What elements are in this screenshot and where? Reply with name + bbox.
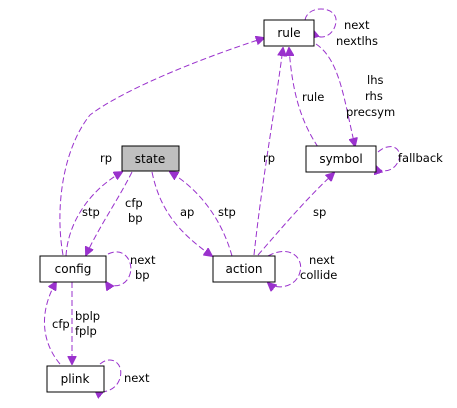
edge-symbol-self [376, 146, 400, 171]
node-rule-label: rule [277, 26, 300, 40]
label-state-rp: rp [100, 151, 112, 165]
node-state[interactable]: state [121, 145, 180, 172]
node-config[interactable]: config [39, 255, 107, 283]
label-config-bp: bp [135, 268, 150, 282]
label-symbol-precsym: precsym [346, 105, 395, 119]
label-symbol-lhs: lhs [367, 73, 383, 87]
edge-state-to-config [86, 171, 133, 255]
edge-rule-to-symbol [315, 43, 355, 146]
node-action[interactable]: action [212, 255, 276, 283]
label-config-stp: stp [82, 205, 100, 219]
edge-state-to-action [151, 171, 212, 256]
label-symbol-rule: rule [302, 90, 324, 104]
label-action-sp: sp [313, 205, 326, 219]
label-config-bplp: bplp [75, 309, 100, 323]
edge-symbol-to-rule [289, 48, 319, 148]
node-plink[interactable]: plink [46, 365, 105, 393]
edge-action-to-state [170, 172, 233, 257]
label-state-cfp: cfp [125, 196, 143, 210]
node-state-label: state [135, 152, 165, 166]
label-rule-nextlhs: nextlhs [336, 34, 378, 48]
node-symbol-label: symbol [319, 152, 362, 166]
edge-state-to-rule [59, 38, 264, 256]
label-plink-next: next [124, 371, 150, 385]
edge-rule-self [304, 8, 337, 37]
label-action-next: next [309, 253, 335, 267]
node-action-label: action [226, 262, 263, 276]
label-config-fplp: fplp [75, 324, 97, 338]
edge-action-to-symbol [257, 173, 334, 256]
node-config-label: config [55, 262, 92, 276]
edge-plink-to-config [44, 282, 61, 365]
edge-action-self [268, 250, 302, 286]
label-action-stp: stp [218, 205, 236, 219]
node-plink-label: plink [61, 372, 90, 386]
node-rule[interactable]: rule [263, 19, 315, 47]
label-symbol-fallback: fallback [398, 151, 443, 165]
label-plink-cfp: cfp [52, 317, 70, 331]
label-state-ap: ap [180, 205, 194, 219]
label-rule-next: next [344, 18, 370, 32]
label-symbol-rhs: rhs [365, 89, 383, 103]
label-state-bp: bp [128, 211, 143, 225]
label-config-next: next [130, 253, 156, 267]
label-action-collide: collide [300, 268, 337, 282]
edge-action-to-rule [253, 48, 283, 256]
label-action-rp: rp [263, 151, 275, 165]
edge-config-to-state [65, 172, 122, 257]
node-symbol[interactable]: symbol [305, 145, 377, 173]
edge-config-self [106, 251, 132, 286]
